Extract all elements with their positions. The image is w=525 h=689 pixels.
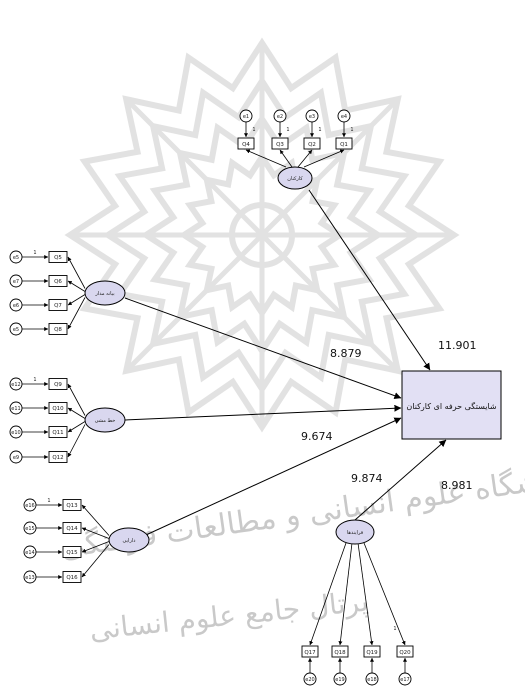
loading-arrow: [68, 257, 85, 289]
loading-arrow: [68, 281, 85, 292]
loading-arrow: [68, 295, 85, 306]
indicator-label: Q1: [340, 142, 348, 148]
loading-arrow: [68, 298, 85, 330]
indicator-label: Q11: [52, 430, 63, 436]
coef-left1: 8.879: [330, 347, 362, 360]
error-label: e7: [13, 279, 19, 285]
coef-bottom: 8.981: [441, 479, 473, 492]
indicator-label: Q19: [366, 650, 378, 656]
loading-arrow: [68, 425, 85, 458]
error-label: e18: [367, 677, 376, 683]
error-label: e16: [25, 503, 34, 509]
loading-fixed-mark: 1: [318, 127, 321, 133]
error-label: e19: [335, 677, 344, 683]
indicator-label: Q6: [54, 279, 62, 285]
indicator-label: Q12: [52, 455, 63, 461]
indicator-label: Q14: [66, 526, 78, 532]
coef-top: 11.901: [438, 339, 477, 352]
loading-fixed-mark: 1: [252, 127, 255, 133]
error-label: e10: [11, 430, 20, 436]
indicator-label: Q5: [54, 255, 62, 261]
indicator-label: Q13: [66, 503, 78, 509]
error-label: e6: [13, 303, 19, 309]
error-label: e2: [277, 114, 283, 120]
indicator-label: Q8: [54, 327, 62, 333]
loading-fixed-mark: 1: [33, 250, 36, 256]
loading-fixed-mark: 1: [286, 127, 289, 133]
error-label: e5: [13, 327, 19, 333]
indicator-label: Q16: [66, 575, 78, 581]
indicator-label: Q9: [54, 382, 62, 388]
loading-arrow: [68, 422, 85, 433]
error-label: e13: [25, 575, 34, 581]
measurement-left2: Q9 e12 1Q10 e11Q11 e10Q12 e9 خط مشی: [10, 377, 125, 463]
error-label: e20: [305, 677, 314, 683]
error-label: e15: [25, 526, 34, 532]
error-label: e12: [11, 382, 20, 388]
error-label: e9: [13, 455, 19, 461]
error-label: e3: [309, 114, 315, 120]
loading-fixed-mark: 1: [33, 377, 36, 383]
indicator-label: Q15: [66, 550, 78, 556]
outcome-construct: شایستگی حرفه ای کارکنان: [402, 371, 501, 439]
error-label: e5: [13, 255, 19, 261]
loading-fixed-mark: 1: [350, 127, 353, 133]
latent-label: خط مشی: [95, 418, 116, 424]
indicator-label: Q10: [52, 406, 64, 412]
loading-arrow: [68, 408, 85, 419]
coef-left2: 9.674: [301, 430, 333, 443]
indicator-label: Q17: [304, 650, 316, 656]
error-label: e1: [243, 114, 249, 120]
indicator-label: Q7: [54, 303, 62, 309]
coef-left3: 9.874: [351, 472, 383, 485]
indicator-label: Q3: [276, 142, 284, 148]
indicator-label: Q4: [242, 142, 250, 148]
latent-label: کارکنان: [287, 176, 303, 182]
indicator-label: Q2: [308, 142, 316, 148]
error-label: e11: [11, 406, 20, 412]
loading-fixed-mark: 1: [47, 498, 50, 504]
loading-arrow: [68, 384, 85, 416]
indicator-label: Q20: [399, 650, 411, 656]
latent-label: دارایی: [123, 538, 136, 544]
latent-label: بیانه مدار: [94, 291, 114, 297]
error-label: e17: [400, 677, 409, 683]
watermark-rosette: [70, 43, 454, 427]
indicator-label: Q18: [334, 650, 346, 656]
loading-fixed-mark: 1: [393, 626, 396, 632]
error-label: e14: [25, 550, 34, 556]
error-label: e4: [341, 114, 347, 120]
outcome-label: شایستگی حرفه ای کارکنان: [406, 401, 497, 411]
latent-label: فرایندها: [347, 530, 364, 536]
